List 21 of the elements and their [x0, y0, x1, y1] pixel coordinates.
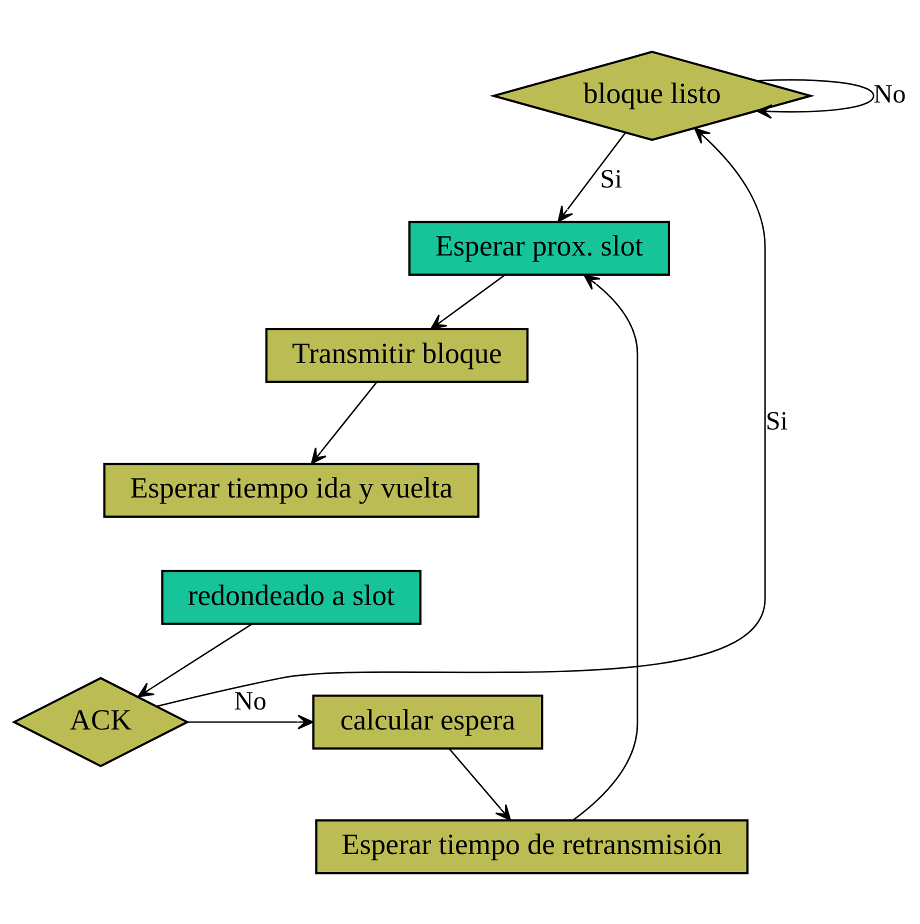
node-box: Esperar prox. slot	[408, 220, 670, 276]
node-box: Esperar tiempo ida y vuelta	[103, 462, 480, 518]
arrow	[558, 132, 626, 222]
arrow	[448, 748, 512, 820]
arrow	[137, 623, 252, 697]
node-box: redondeado a slot	[161, 569, 422, 624]
edge-label: No	[234, 684, 266, 715]
arrow	[430, 274, 506, 330]
arrow	[156, 127, 766, 707]
node-box: Transmitir bloque	[265, 327, 529, 382]
edge-label: Si	[600, 162, 622, 193]
node-diamond: ACK	[12, 676, 190, 767]
arrow	[187, 714, 314, 729]
arrow	[310, 381, 378, 464]
edge-label: Si	[766, 404, 788, 435]
edge-label: No	[874, 78, 906, 108]
node-diamond: bloque listo	[490, 50, 815, 140]
node-box: calcular espera	[312, 694, 544, 750]
node-box: Esperar tiempo de retransmisión	[315, 818, 749, 874]
arrow	[756, 78, 874, 118]
arrow	[572, 274, 638, 820]
